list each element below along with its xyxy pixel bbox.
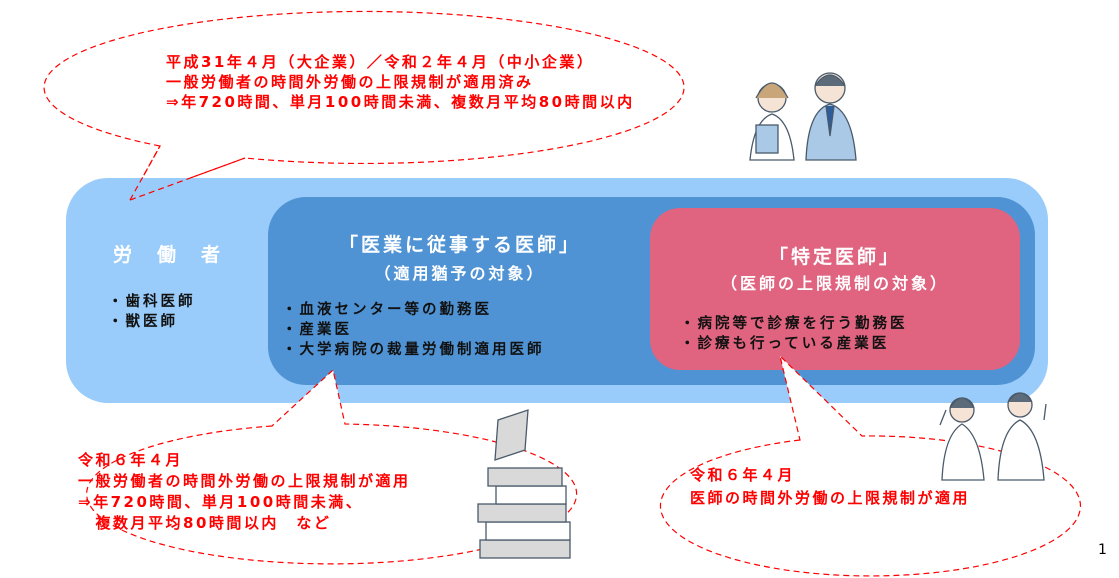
list-item: ・病院等で診療を行う勤務医: [680, 316, 908, 332]
list-item: ・大学病院の裁量労働制適用医師: [282, 342, 545, 358]
stacked-books-illustration: [477, 409, 571, 559]
callout-line: 令和６年４月: [78, 451, 184, 469]
workers-title: 労 働 者: [112, 244, 223, 266]
callout-line: 一般労働者の時間外労働の上限規制が適用: [78, 472, 411, 490]
specific-doctors-list: ・病院等で診療を行う勤務医 ・診療も行っている産業医: [680, 314, 908, 354]
callout-line: 平成31年４月（大企業）／令和２年４月（中小企業）: [166, 53, 595, 71]
doctors-illustration: [939, 392, 1047, 481]
workers-list: ・歯科医師 ・獣医師: [108, 292, 196, 332]
callout-line: 令和６年４月: [690, 466, 796, 484]
medical-doctors-subtitle: （適用猶予の対象）: [374, 264, 546, 283]
bottom-right-callout-text: 令和６年４月 医師の時間外労働の上限規制が適用: [690, 464, 970, 510]
top-callout-text: 平成31年４月（大企業）／令和２年４月（中小企業） 一般労働者の時間外労働の上限…: [166, 52, 635, 112]
callout-line: 複数月平均80時間以内 など: [78, 514, 332, 532]
specific-doctors-subtitle: （医師の上限規制の対象）: [720, 274, 949, 293]
callout-line: 一般労働者の時間外労働の上限規制が適用済み: [166, 73, 534, 91]
list-item: ・診療も行っている産業医: [680, 336, 890, 352]
list-item: ・産業医: [282, 322, 352, 338]
callout-line: ⇒年720時間、単月100時間未満、: [78, 493, 364, 511]
office-workers-illustration: [749, 72, 857, 161]
top-callout-bubble: [43, 10, 685, 202]
list-item: ・歯科医師: [108, 294, 196, 310]
medical-doctors-title: 「医業に従事する医師」: [338, 234, 581, 256]
specific-doctors-box: [650, 208, 1020, 370]
callout-line: 医師の時間外労働の上限規制が適用: [690, 489, 971, 507]
list-item: ・獣医師: [108, 314, 178, 330]
specific-doctors-title: 「特定医師」: [768, 246, 901, 268]
bottom-left-callout-bubble: [86, 368, 578, 565]
page-number: 1: [1098, 542, 1107, 558]
medical-doctors-list: ・血液センター等の勤務医 ・産業医 ・大学病院の裁量労働制適用医師: [282, 300, 545, 360]
bottom-right-callout-bubble: [659, 354, 1082, 577]
bottom-left-callout-text: 令和６年４月 一般労働者の時間外労働の上限規制が適用 ⇒年720時間、単月100…: [78, 450, 411, 534]
list-item: ・血液センター等の勤務医: [282, 302, 492, 318]
callout-line: ⇒年720時間、単月100時間未満、複数月平均80時間以内: [166, 93, 635, 111]
